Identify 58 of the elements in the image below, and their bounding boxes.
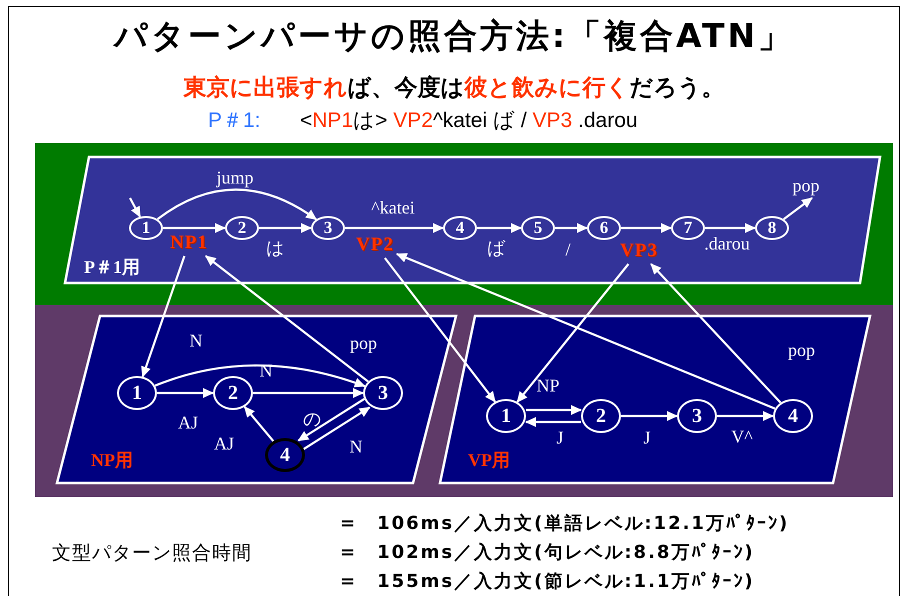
- arrow: [477, 223, 522, 233]
- edge-label: ば: [487, 237, 505, 260]
- edge-label: は: [266, 237, 284, 260]
- edge-label: NP: [536, 376, 560, 396]
- edge-label: V^: [731, 426, 753, 448]
- title: パターンパーサの照合方法:「複合ATN」: [112, 15, 796, 57]
- edge-label: の: [303, 408, 321, 431]
- arrow: [141, 256, 186, 378]
- edge-label: J: [556, 428, 564, 448]
- pattern-text: <NP1は> VP2^katei ば / VP3 .darou: [300, 108, 638, 134]
- subnetwork-label: VP2: [356, 234, 394, 256]
- edge-label: /: [566, 240, 570, 260]
- arrow: [621, 223, 672, 233]
- arrow: [259, 223, 312, 233]
- arrow: [526, 405, 582, 415]
- arrow: [396, 252, 776, 410]
- arrow: [244, 406, 274, 442]
- panel-title: VP用: [468, 449, 510, 472]
- arrow: [621, 411, 678, 421]
- arrow: [555, 223, 588, 233]
- timing-value: = 155ms／入力文(節レベル:1.1万ﾊﾟﾀｰﾝ): [340, 570, 755, 593]
- arrow: [157, 388, 214, 398]
- arrow: [705, 223, 756, 233]
- edge-label: N: [350, 436, 362, 458]
- arrow: [717, 411, 774, 421]
- arrow: [650, 263, 782, 404]
- arrow: [303, 406, 370, 450]
- subnetwork-label: NP1: [170, 232, 208, 254]
- pop-label: pop: [350, 333, 377, 354]
- timing-value: = 102ms／入力文(句レベル:8.8万ﾊﾟﾀｰﾝ): [340, 541, 755, 564]
- arrow: [204, 255, 369, 382]
- edge-label: N: [190, 330, 202, 352]
- timing-value: = 106ms／入力文(単語レベル:12.1万ﾊﾟﾀｰﾝ): [340, 512, 790, 535]
- arrow: [154, 364, 366, 388]
- edge-label: .darou: [704, 234, 750, 254]
- subnetwork-label: VP3: [620, 240, 658, 262]
- arrow: [156, 188, 318, 220]
- example-sentence: 東京に出張すれば、今度は彼と飲みに行くだろう。: [182, 74, 726, 103]
- edge-label: jump: [216, 168, 254, 188]
- edge-label: J: [644, 428, 650, 448]
- arrow: [516, 263, 630, 403]
- arrow: [384, 257, 496, 403]
- edge-label: pop: [792, 176, 820, 196]
- panel-title: P＃1用: [84, 256, 140, 279]
- arrow: [163, 223, 226, 233]
- timing-caption: 文型パターン照合時間: [52, 541, 252, 566]
- arrow: [253, 388, 364, 398]
- edge-label: AJ: [178, 412, 198, 434]
- edge-label: ^katei: [371, 198, 415, 218]
- arrow: [525, 417, 581, 427]
- panel-title: NP用: [91, 449, 133, 472]
- arrow: [129, 197, 141, 218]
- edge-label: AJ: [214, 434, 234, 454]
- arrow: [783, 197, 813, 220]
- pop-label: pop: [788, 340, 815, 361]
- arrow: [298, 398, 365, 442]
- pattern-id: P＃1:: [208, 108, 261, 134]
- arrow: [345, 223, 444, 233]
